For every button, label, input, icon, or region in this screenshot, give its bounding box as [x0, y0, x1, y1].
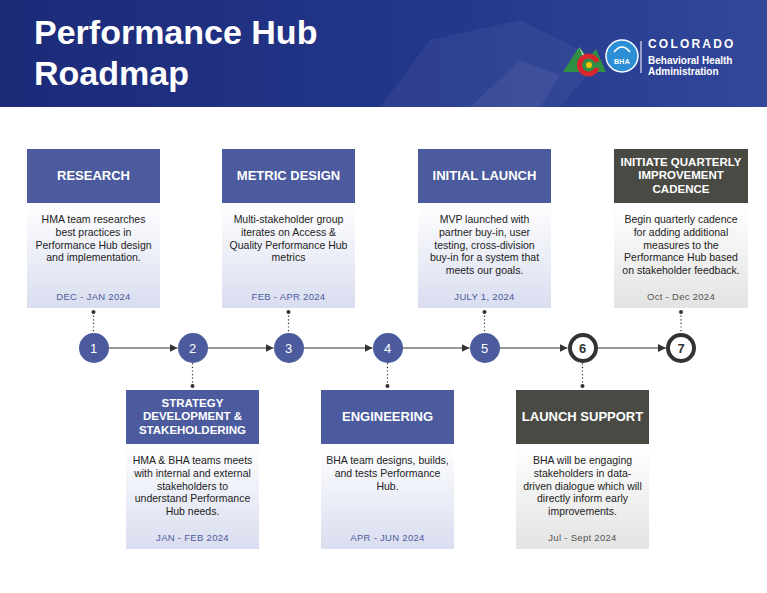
leader-line — [582, 363, 583, 386]
phase-description: HMA team researches best practices in Pe… — [32, 213, 155, 264]
circle-outline — [373, 333, 403, 363]
circle-outline — [178, 333, 208, 363]
phase-date: Jul - Sept 2024 — [548, 532, 616, 543]
phase-box: INITIAL LAUNCH MVP launched with partner … — [418, 149, 551, 308]
step-circle: 6 — [568, 333, 598, 363]
circle-outline — [470, 333, 500, 363]
phase-heading: STRATEGY DEVELOPMENT & STAKEHOLDERING — [129, 397, 256, 437]
phase-description: Multi-stakeholder group iterates on Acce… — [227, 213, 350, 264]
phase-box: ENGINEERING BHA team designs, builds, and… — [321, 390, 454, 549]
photo-shade — [470, 60, 560, 107]
phase-body-panel: BHA will be engaging stakeholders in dat… — [516, 444, 649, 549]
circle-outline — [570, 335, 596, 361]
phase-body-panel: HMA team researches best practices in Pe… — [27, 203, 160, 308]
leader-line — [680, 312, 681, 333]
timeline-arrow — [403, 348, 470, 349]
step-number: 1 — [90, 342, 97, 355]
photo-shade — [380, 20, 600, 107]
circle-outline — [79, 333, 109, 363]
phase-heading: RESEARCH — [57, 169, 130, 184]
phase-date: JULY 1, 2024 — [454, 291, 514, 302]
logo-divider — [641, 41, 642, 73]
band-ground — [0, 0, 767, 107]
step-number: 7 — [677, 342, 684, 355]
phase-heading: METRIC DESIGN — [237, 169, 340, 184]
phase-body-panel: Multi-stakeholder group iterates on Acce… — [222, 203, 355, 308]
timeline-arrow — [109, 348, 178, 349]
phase-heading: INITIAL LAUNCH — [433, 169, 537, 184]
step-circle: 5 — [470, 333, 500, 363]
phase-header-band: STRATEGY DEVELOPMENT & STAKEHOLDERING — [126, 390, 259, 444]
timeline-arrow — [304, 348, 373, 349]
phase-description: Begin quarterly cadence for adding addit… — [619, 213, 743, 277]
phase-description: HMA & BHA teams meets with internal and … — [131, 454, 254, 518]
phase-date: JAN - FEB 2024 — [156, 532, 229, 543]
phase-date: Oct - Dec 2024 — [647, 291, 715, 302]
phase-box: LAUNCH SUPPORT BHA will be engaging stake… — [516, 390, 649, 549]
timeline-arrow — [500, 348, 568, 349]
phase-heading: INITIATE QUARTERLY IMPROVEMENT CADENCE — [617, 156, 745, 196]
timeline-arrow — [598, 348, 667, 349]
phase-body-panel: HMA & BHA teams meets with internal and … — [126, 444, 259, 549]
phase-header-band: METRIC DESIGN — [222, 149, 355, 203]
phase-date: DEC - JAN 2024 — [56, 291, 130, 302]
leader-line — [387, 363, 388, 386]
phase-date: FEB - APR 2024 — [252, 291, 326, 302]
phase-date: APR - JUN 2024 — [350, 532, 424, 543]
page-title: Performance Hub Roadmap — [34, 12, 344, 94]
timeline-arrow — [208, 348, 274, 349]
step-number: 3 — [285, 342, 292, 355]
leader-line — [484, 312, 485, 333]
step-circle: 1 — [79, 333, 109, 363]
step-number: 5 — [481, 342, 488, 355]
leader-line — [288, 312, 289, 333]
logo-text: Behavioral Health Administration — [648, 55, 744, 77]
step-circle: 3 — [274, 333, 304, 363]
phase-body-panel: Begin quarterly cadence for adding addit… — [614, 203, 748, 308]
phase-description: BHA will be engaging stakeholders in dat… — [521, 454, 644, 518]
phase-box: STRATEGY DEVELOPMENT & STAKEHOLDERING HMA… — [126, 390, 259, 549]
phase-body-panel: BHA team designs, builds, and tests Perf… — [321, 444, 454, 549]
phase-header-band: INITIAL LAUNCH — [418, 149, 551, 203]
phase-description: BHA team designs, builds, and tests Perf… — [326, 454, 449, 492]
step-number: 4 — [384, 342, 391, 355]
phase-heading: LAUNCH SUPPORT — [522, 410, 643, 425]
phase-header-band: INITIATE QUARTERLY IMPROVEMENT CADENCE — [614, 149, 748, 203]
colorado-logo — [563, 47, 606, 74]
logo-text: BHA — [606, 58, 638, 65]
phase-box: INITIATE QUARTERLY IMPROVEMENT CADENCE Be… — [614, 149, 748, 308]
logo-text: COLORADO — [648, 38, 758, 51]
step-circle: 2 — [178, 333, 208, 363]
step-circle: 7 — [666, 333, 696, 363]
leader-line — [93, 312, 94, 333]
phase-heading: ENGINEERING — [342, 410, 433, 425]
circle-outline — [668, 335, 694, 361]
bha-logo — [606, 40, 638, 72]
phase-header-band: RESEARCH — [27, 149, 160, 203]
step-number: 6 — [579, 342, 586, 355]
phase-body-panel: MVP launched with partner buy-in, user t… — [418, 203, 551, 308]
step-circle: 4 — [373, 333, 403, 363]
phase-box: RESEARCH HMA team researches best practic… — [27, 149, 160, 308]
phase-description: MVP launched with partner buy-in, user t… — [423, 213, 546, 277]
circle-outline — [274, 333, 304, 363]
phase-header-band: LAUNCH SUPPORT — [516, 390, 649, 444]
step-number: 2 — [189, 342, 196, 355]
phase-box: METRIC DESIGN Multi-stakeholder group ite… — [222, 149, 355, 308]
leader-line — [192, 363, 193, 386]
phase-header-band: ENGINEERING — [321, 390, 454, 444]
